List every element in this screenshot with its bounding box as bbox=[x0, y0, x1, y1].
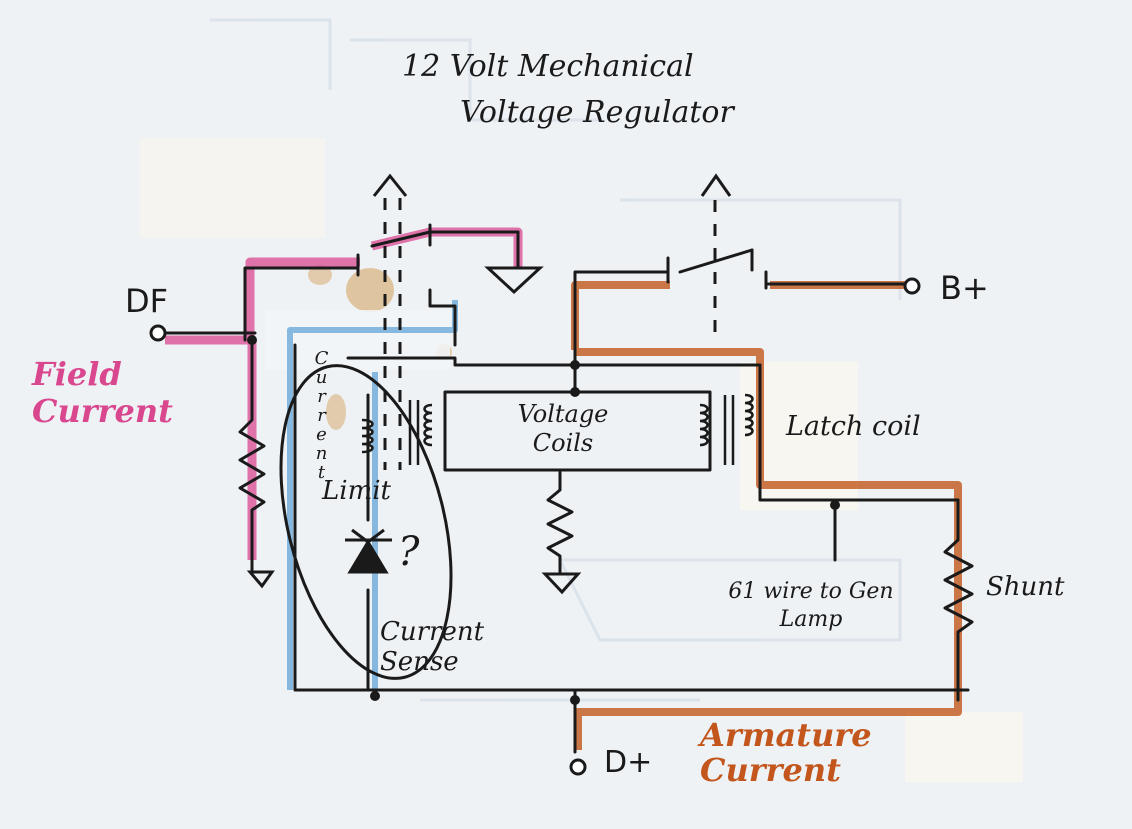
current-sense-label: Current Sense bbox=[380, 617, 485, 677]
latch-coil-label: Latch coil bbox=[786, 411, 921, 442]
stain-mark bbox=[346, 268, 394, 312]
d-plus-terminal-label: D+ bbox=[604, 745, 653, 780]
b-plus-terminal-label: B+ bbox=[940, 269, 989, 307]
diagram-title: 12 Volt Mechanical bbox=[402, 49, 694, 84]
question-mark-label: ? bbox=[398, 529, 420, 575]
gen-lamp-label: 61 wire to Gen Lamp bbox=[728, 579, 894, 632]
mechanical-linkage bbox=[383, 198, 717, 470]
current-limit-vertical-label: Current bbox=[311, 348, 332, 481]
tape-patch bbox=[140, 138, 325, 238]
paper-texture bbox=[210, 18, 902, 702]
limit-label: Limit bbox=[322, 476, 391, 506]
voltage-coils-label: Voltage Coils bbox=[517, 400, 609, 457]
shunt-label: Shunt bbox=[986, 572, 1065, 602]
diode-symbol bbox=[345, 528, 392, 574]
terminal-icon bbox=[149, 277, 921, 776]
ground-symbol-icon bbox=[246, 266, 582, 595]
field-current-wire bbox=[165, 227, 523, 560]
stain-mark bbox=[308, 265, 332, 285]
coil-windings bbox=[361, 393, 754, 465]
df-terminal-label: DF bbox=[125, 282, 169, 320]
field-current-label: Field Current bbox=[32, 355, 173, 430]
stain-mark bbox=[326, 394, 346, 430]
diagram-subtitle: Voltage Regulator bbox=[460, 95, 734, 130]
armature-current-wire bbox=[571, 281, 962, 750]
tape-patch bbox=[905, 712, 1023, 782]
junction-dot bbox=[247, 335, 840, 705]
up-arrow-icon bbox=[372, 173, 732, 197]
armature-current-label: Armature Current bbox=[700, 716, 872, 790]
circuit-ink bbox=[163, 223, 974, 754]
